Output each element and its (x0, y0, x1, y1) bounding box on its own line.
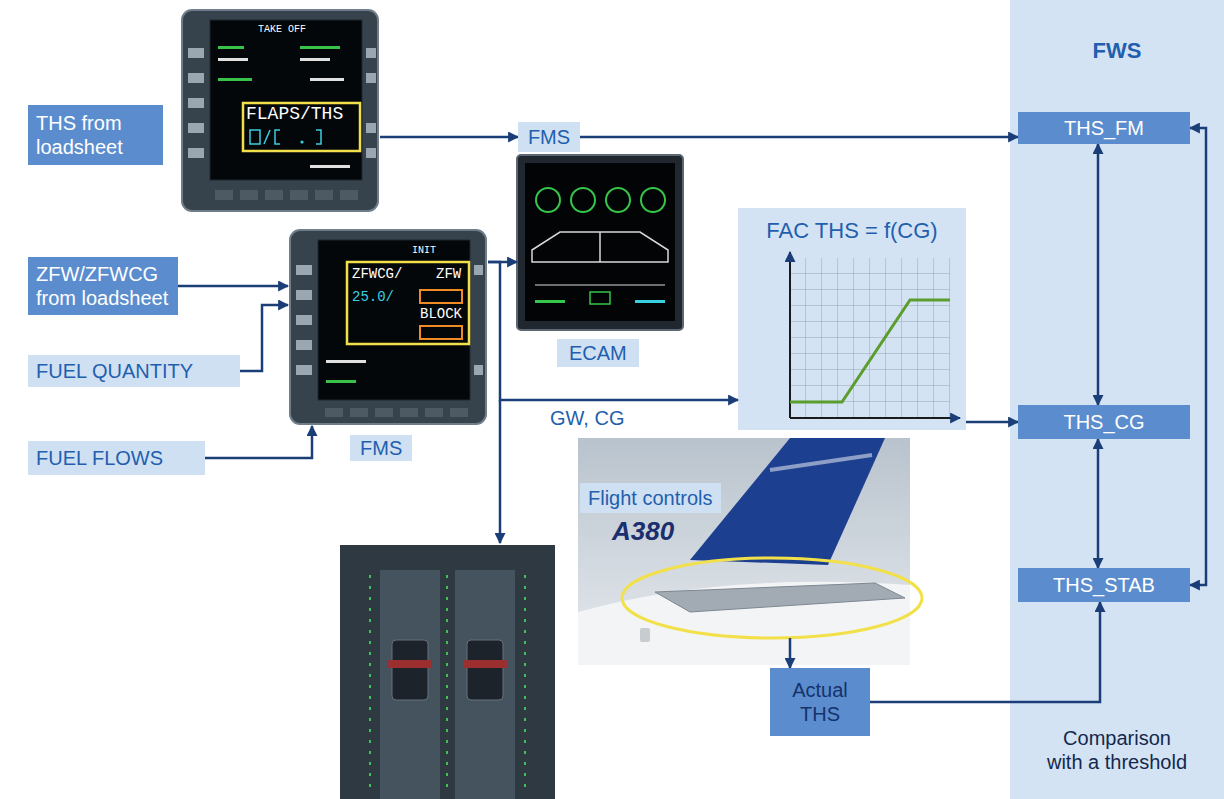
signal-label: THS_STAB (1053, 573, 1155, 597)
device-caption: FMS (350, 435, 412, 461)
flow-arrow (1097, 144, 1100, 405)
flow-arrow (240, 305, 288, 371)
fac-law-chart: FAC THS = f(CG) (738, 208, 966, 430)
flow-arrow (1190, 128, 1206, 585)
fac-chart (738, 208, 966, 430)
mcdu-page: FLAPS/THS (180, 8, 380, 213)
input-box: FUEL FLOWS (28, 441, 205, 475)
panel-ground (1010, 0, 1224, 799)
flow-arrow (580, 136, 1018, 139)
signal-box: THS_CG (1018, 405, 1190, 439)
screen-title: TAKE OFF (258, 24, 306, 36)
mcdu-unit (290, 230, 486, 424)
source-label: ZFW/ZFWCG from loadsheet (36, 262, 170, 310)
ecam-screen (517, 155, 683, 330)
flow-arrow (966, 421, 1018, 424)
flow-arrow (178, 285, 288, 288)
system-box: FMS (518, 122, 580, 152)
sensor-box: Actual THS (770, 668, 870, 736)
mcdu-unit (182, 10, 378, 211)
flow-arrow (205, 426, 312, 458)
source-box: ZFW/ZFWCG from loadsheet (28, 257, 178, 315)
thrust-pedestal (340, 545, 555, 799)
signal-label: THS_CG (1063, 410, 1144, 434)
flow-arrow (380, 136, 518, 139)
flow-arrow (789, 638, 792, 668)
screen-field: ZFWCG/ (352, 266, 402, 283)
panel-title: FWS (1010, 38, 1224, 64)
input-label: FUEL FLOWS (36, 446, 163, 470)
aircraft-marking: A380 (612, 516, 674, 547)
source-label: THS from loadsheet (36, 111, 155, 159)
photo-caption: Flight controls (580, 483, 721, 513)
signal-label: THS_FM (1064, 116, 1144, 140)
ecam-display: ECAM (517, 155, 683, 330)
screen-field: BLOCK (420, 306, 462, 323)
chart-title: FAC THS = f(CG) (738, 218, 966, 244)
flow-arrow (1097, 439, 1100, 568)
source-box: THS from loadsheet (28, 105, 163, 165)
input-box: FUEL QUANTITY (28, 355, 240, 387)
signal-box: THS_FM (1018, 112, 1190, 144)
edge-label: GW, CG (548, 406, 626, 430)
panel-note: Comparison with a threshold (1044, 726, 1190, 774)
fws-panel: FWS Comparison with a threshold THS_FM THS_… (1010, 0, 1224, 799)
screen-field: FLAPS/THS (246, 104, 343, 126)
screen-title: INIT (412, 245, 436, 257)
flow-arrow (488, 262, 738, 400)
highlight-ellipse (622, 558, 922, 638)
signal-box: THS_STAB (1018, 568, 1190, 602)
system-label: FMS (528, 125, 570, 149)
mcdu-unit-node: FMS (288, 228, 488, 426)
screen-field: ZFW (436, 266, 461, 283)
device-caption: ECAM (557, 339, 639, 367)
screen-value: 25.0/ (352, 289, 394, 306)
flow-arrow (870, 602, 1100, 702)
input-label: FUEL QUANTITY (36, 359, 193, 383)
feed-line (499, 400, 502, 543)
sensor-label: Actual THS (778, 678, 862, 726)
